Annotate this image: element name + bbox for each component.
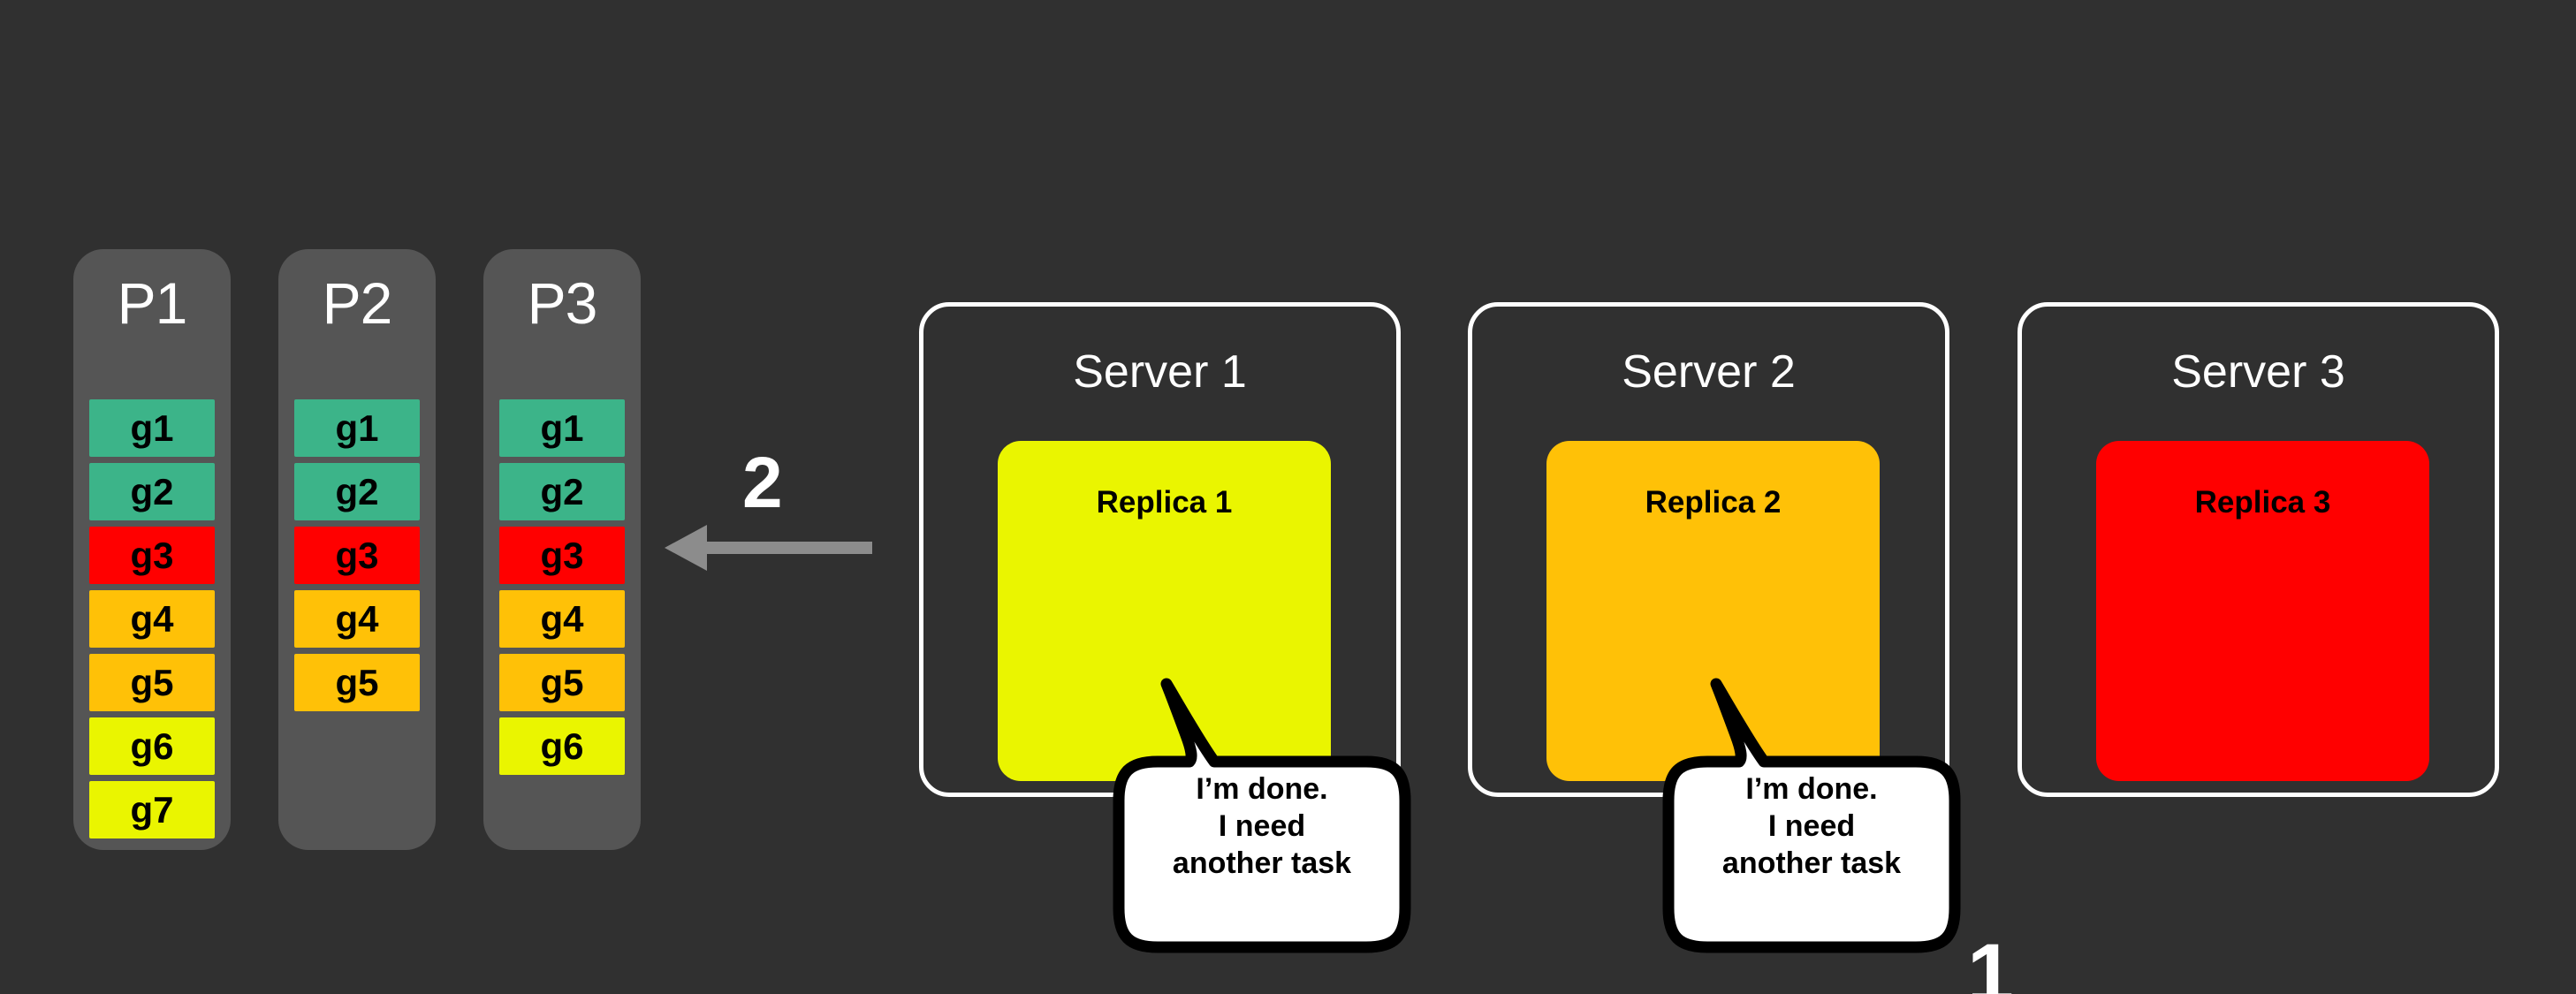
- group-block: g2: [499, 463, 625, 520]
- group-block: g4: [294, 590, 420, 648]
- partition-group-list: g1 g2 g3 g4 g5: [294, 399, 420, 711]
- partition-group-list: g1 g2 g3 g4 g5 g6: [499, 399, 625, 775]
- group-block: g3: [294, 527, 420, 584]
- partition-title: P2: [322, 270, 393, 336]
- partition-column-p2: P2 g1 g2 g3 g4 g5: [278, 249, 436, 850]
- speech-bubble-shape: [1662, 678, 1961, 953]
- speech-bubble-shape: [1113, 678, 1411, 953]
- group-block: g5: [89, 654, 215, 711]
- group-block: g4: [89, 590, 215, 648]
- replica-box-1: Replica 1: [998, 441, 1331, 781]
- flow-arrow-left-icon: [665, 525, 872, 571]
- server-title: Server 2: [1622, 346, 1796, 398]
- group-block: g3: [89, 527, 215, 584]
- replica-label: Replica 2: [1645, 485, 1782, 520]
- group-block: g3: [499, 527, 625, 584]
- group-block: g6: [89, 717, 215, 775]
- group-block: g4: [499, 590, 625, 648]
- partition-column-p3: P3 g1 g2 g3 g4 g5 g6: [483, 249, 641, 850]
- speech-bubble-server-2: I’m done. I need another task: [1661, 678, 1962, 954]
- partition-column-p1: P1 g1 g2 g3 g4 g5 g6 g7: [73, 249, 231, 850]
- step-number-1: 1: [1967, 927, 2014, 994]
- replica-label: Replica 3: [2194, 485, 2331, 520]
- group-block: g2: [294, 463, 420, 520]
- speech-bubble-text: I’m done. I need another task: [1721, 772, 1902, 881]
- step-number-2: 2: [742, 443, 783, 523]
- speech-bubble-server-1: I’m done. I need another task: [1112, 678, 1412, 954]
- partition-title: P3: [527, 270, 598, 336]
- group-block: g2: [89, 463, 215, 520]
- group-block: g5: [294, 654, 420, 711]
- partition-title: P1: [117, 270, 188, 336]
- replica-box-2: Replica 2: [1546, 441, 1880, 781]
- partition-group-list: g1 g2 g3 g4 g5 g6 g7: [89, 399, 215, 838]
- server-box-3: Server 3 Replica 3: [2017, 302, 2499, 797]
- speech-bubble-text: I’m done. I need another task: [1172, 772, 1352, 881]
- group-block: g1: [89, 399, 215, 457]
- replica-label: Replica 1: [1096, 485, 1233, 520]
- group-block: g7: [89, 781, 215, 838]
- group-block: g1: [294, 399, 420, 457]
- server-title: Server 1: [1073, 346, 1247, 398]
- group-block: g6: [499, 717, 625, 775]
- replica-box-3: Replica 3: [2096, 441, 2429, 781]
- server-title: Server 3: [2171, 346, 2345, 398]
- group-block: g5: [499, 654, 625, 711]
- server-box-1: Server 1 Replica 1: [919, 302, 1401, 797]
- group-block: g1: [499, 399, 625, 457]
